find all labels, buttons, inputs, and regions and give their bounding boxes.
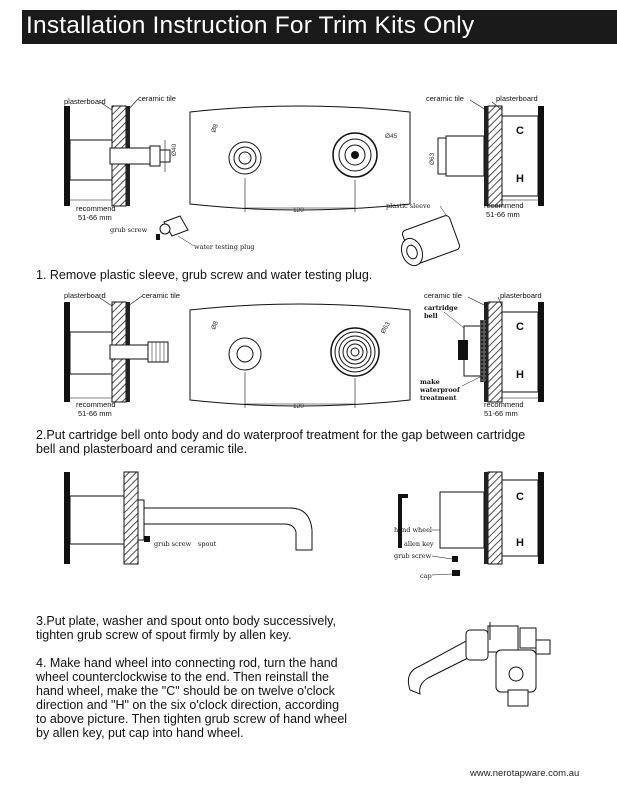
page-title: Installation Instruction For Trim Kits O… — [26, 12, 475, 39]
svg-text:cap: cap — [420, 572, 432, 580]
cartridge-bell-front — [330, 327, 380, 377]
svg-text:ceramic tile: ceramic tile — [424, 291, 462, 300]
diagram-step3: grub screw spout C H hand wheel allen ke… — [64, 471, 544, 580]
recommend-label: recommend — [76, 204, 116, 213]
step4-line3: hand wheel, make the "C" should be on tw… — [36, 684, 335, 698]
cap-part — [452, 570, 460, 576]
website-footer[interactable]: www.nerotapware.com.au — [470, 768, 580, 779]
step2-line2: bell and plasterboard and ceramic tile. — [36, 442, 248, 456]
svg-text:make: make — [420, 378, 440, 386]
svg-text:waterproof: waterproof — [419, 386, 461, 394]
svg-text:51-66 mm: 51-66 mm — [484, 409, 518, 418]
svg-text:C: C — [516, 125, 524, 137]
step4-line2: wheel counterclockwise to the end. Then … — [36, 670, 329, 684]
step4-line6: by allen key, put cap into hand wheel. — [36, 726, 244, 740]
wall-left — [64, 106, 70, 206]
svg-text:recommend: recommend — [76, 400, 116, 409]
svg-text:120: 120 — [293, 403, 304, 410]
svg-text:51-66 mm: 51-66 mm — [78, 409, 112, 418]
allen-key — [398, 494, 408, 548]
title-banner: Installation Instruction For Trim Kits O… — [22, 10, 617, 44]
diagram-step2: recommend 51-66 mm plasterboard ceramic … — [64, 291, 544, 418]
diagram-step1: Ø40 recommend 51-66 mm plasterboard cera… — [64, 94, 544, 267]
step1-text: 1. Remove plastic sleeve, grub screw and… — [36, 268, 373, 282]
svg-text:C: C — [516, 491, 524, 503]
svg-text:120: 120 — [293, 207, 304, 214]
svg-text:Ø45: Ø45 — [385, 133, 398, 140]
svg-text:plasterboard: plasterboard — [500, 291, 542, 300]
step4-line1: 4. Make hand wheel into connecting rod, … — [36, 656, 338, 670]
ceramic-tile-label: ceramic tile — [138, 94, 176, 103]
range-label: 51-66 mm — [78, 213, 112, 222]
cartridge-left — [147, 341, 169, 363]
svg-text:H: H — [516, 537, 524, 549]
svg-text:Ø8: Ø8 — [210, 320, 220, 331]
svg-text:grub screw: grub screw — [154, 540, 192, 548]
plastic-sleeve-installed — [445, 135, 485, 177]
svg-text:spout: spout — [198, 540, 217, 548]
waterproof-gap — [480, 320, 486, 382]
svg-text:H: H — [516, 173, 524, 185]
svg-text:bell: bell — [424, 312, 438, 320]
svg-text:Ø63: Ø63 — [429, 152, 436, 165]
step3-line2: tighten grub screw of spout firmly by al… — [36, 628, 292, 642]
grub-screw-part — [156, 234, 160, 240]
assembled-mixer — [407, 622, 551, 707]
svg-text:H: H — [516, 369, 524, 381]
plasterboard-label: plasterboard — [64, 97, 106, 106]
svg-text:water testing plug: water testing plug — [194, 243, 255, 251]
svg-text:grub screw: grub screw — [110, 226, 148, 234]
step2-line1: 2.Put cartridge bell onto body and do wa… — [36, 428, 526, 442]
spout — [143, 507, 313, 551]
svg-text:allen key: allen key — [404, 540, 434, 548]
svg-text:51-66 mm: 51-66 mm — [486, 210, 520, 219]
svg-text:plasterboard: plasterboard — [64, 291, 106, 300]
step3-line1: 3.Put plate, washer and spout onto body … — [36, 614, 336, 628]
svg-text:ceramic tile: ceramic tile — [142, 291, 180, 300]
svg-text:C: C — [516, 321, 524, 333]
svg-text:recommend: recommend — [484, 400, 524, 409]
svg-text:ceramic tile: ceramic tile — [426, 94, 464, 103]
svg-text:treatment: treatment — [420, 394, 457, 402]
svg-text:recommend: recommend — [484, 201, 524, 210]
svg-text:plastic sleeve: plastic sleeve — [386, 202, 431, 210]
svg-text:grub screw: grub screw — [394, 552, 432, 560]
hand-wheel — [439, 491, 485, 549]
step4-line4: direction and "H" on the six o'clock dir… — [36, 698, 340, 712]
svg-text:Ø8: Ø8 — [210, 123, 220, 134]
step4-line5: to above picture. Then tighten grub scre… — [36, 712, 348, 726]
svg-text:cartridge: cartridge — [424, 304, 458, 312]
dim-d40: Ø40 — [171, 143, 178, 156]
svg-text:plasterboard: plasterboard — [496, 94, 538, 103]
svg-text:hand wheel: hand wheel — [394, 526, 432, 534]
